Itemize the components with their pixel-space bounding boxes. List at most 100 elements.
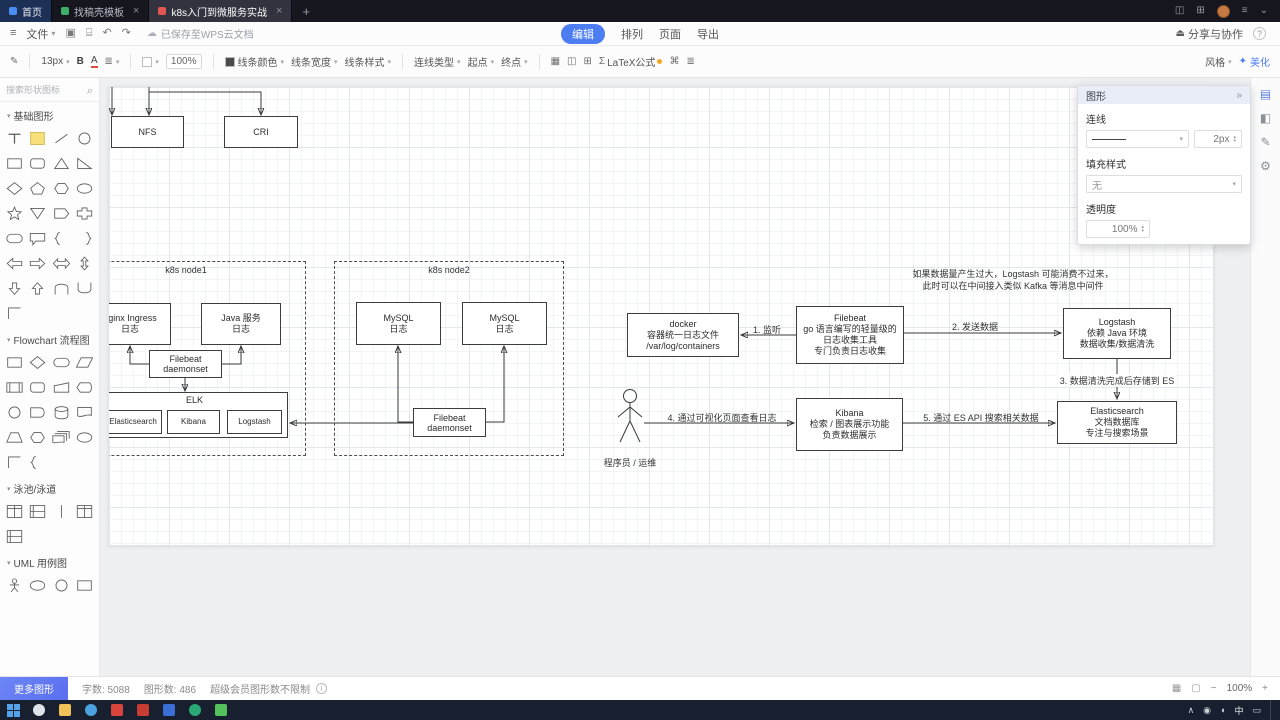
shape-brace[interactable]	[26, 450, 49, 475]
opacity-stepper[interactable]: 100%	[1086, 220, 1150, 238]
undo-icon[interactable]	[102, 28, 111, 39]
canvas-viewport[interactable]: k8s node1 k8s node2 NFS CRI nginx Ingres…	[100, 78, 1250, 676]
fit-screen-icon[interactable]	[1191, 684, 1200, 694]
theme-style-dropdown[interactable]: 风格	[1205, 54, 1232, 69]
edge-label-view-logs[interactable]: 4. 通过可视化页面查看日志	[667, 413, 777, 423]
node-kibana[interactable]: Kibana 检索 / 图表展示功能 负责数据展示	[796, 398, 903, 451]
shape-preparation[interactable]	[26, 425, 49, 450]
shape-arrow-right[interactable]	[26, 251, 49, 276]
new-tab-button[interactable]	[292, 0, 320, 22]
shape-pentagon[interactable]	[26, 176, 49, 201]
text-align-dropdown[interactable]	[105, 57, 120, 67]
volume-icon[interactable]	[1220, 706, 1225, 715]
browser-menu-icon[interactable]	[1242, 6, 1248, 16]
apps-grid-icon[interactable]	[1196, 6, 1204, 16]
node-elasticsearch-small[interactable]: Elasticsearch	[109, 410, 162, 434]
arrow-start-dropdown[interactable]: 起点	[468, 54, 495, 69]
shape-triangle[interactable]	[50, 151, 73, 176]
browser-tab-home[interactable]: 首页	[0, 0, 52, 22]
show-desktop-button[interactable]	[1270, 700, 1274, 720]
shape-multi-document[interactable]	[50, 425, 73, 450]
fill-style-select[interactable]: 无	[1086, 175, 1242, 193]
shape-manual-input[interactable]	[50, 375, 73, 400]
taskbar-app-explorer[interactable]	[52, 700, 78, 720]
node-filebeat-daemonset-2[interactable]: Filebeat daemonset	[413, 408, 486, 437]
taskbar-app-wps[interactable]	[130, 700, 156, 720]
shape-parallelogram[interactable]	[73, 350, 96, 375]
shape-oval[interactable]	[73, 425, 96, 450]
shape-arrow-down[interactable]	[3, 276, 26, 301]
arrow-end-dropdown[interactable]: 终点	[501, 54, 528, 69]
shape-subprocess[interactable]	[3, 375, 26, 400]
shape-connector-circle[interactable]	[3, 400, 26, 425]
shape-stadium[interactable]	[3, 226, 26, 251]
shape-brace-right[interactable]	[73, 226, 96, 251]
save-icon[interactable]	[65, 28, 75, 39]
edge-label-send-data[interactable]: 2. 发送数据	[951, 322, 999, 332]
shape-uml-rectangle[interactable]	[73, 573, 96, 598]
shape-arc-up[interactable]	[50, 276, 73, 301]
collapse-panel-icon[interactable]	[1236, 90, 1242, 101]
arrange-panel-icon[interactable]: ◧	[1259, 111, 1272, 125]
shape-arrow-double-horizontal[interactable]	[50, 251, 73, 276]
connector-type-dropdown[interactable]: 连线类型	[414, 54, 461, 69]
shape-rounded-process[interactable]	[26, 375, 49, 400]
taskbar-app-search[interactable]	[26, 700, 52, 720]
node-java-service-log[interactable]: Java 服务 日志	[201, 303, 281, 345]
node-logstash-small[interactable]: Logstash	[227, 410, 282, 434]
tab-export[interactable]: 导出	[697, 28, 719, 41]
shape-actor[interactable]	[3, 573, 26, 598]
shape-pool-horizontal-2[interactable]	[3, 524, 26, 549]
tab-edit[interactable]: 编辑	[561, 23, 605, 44]
beautify-button[interactable]: 美化	[1239, 54, 1270, 69]
line-width-stepper[interactable]: 2px	[1194, 130, 1242, 148]
node-filebeat[interactable]: Filebeat go 语言编写的轻量级的 日志收集工具 专门负责日志收集	[796, 306, 904, 364]
style-panel-header[interactable]: 图形	[1078, 86, 1250, 104]
zoom-out-button[interactable]	[1211, 683, 1217, 694]
section-uml-usecase[interactable]: UML 用例图	[0, 549, 99, 573]
shape-cross[interactable]	[73, 201, 96, 226]
shape-lane-divider[interactable]	[50, 499, 73, 524]
shortcut-icon[interactable]	[669, 57, 679, 67]
node-cri[interactable]: CRI	[224, 116, 298, 148]
section-basic-shapes[interactable]: 基础图形	[0, 102, 99, 126]
group-k8s-node2[interactable]: k8s node2	[334, 261, 564, 456]
line-style-dropdown[interactable]: 线条样式	[345, 54, 392, 69]
shape-hexagon[interactable]	[50, 176, 73, 201]
node-elasticsearch[interactable]: Elasticsearch 文档数据库 专注与搜索场景	[1057, 401, 1177, 444]
shape-display[interactable]	[73, 375, 96, 400]
node-nfs[interactable]: NFS	[111, 116, 184, 148]
redo-icon[interactable]	[122, 28, 131, 39]
download-icon[interactable]	[1260, 6, 1268, 16]
edit-panel-icon[interactable]: ✎	[1260, 135, 1271, 149]
taskbar-app-red[interactable]	[104, 700, 130, 720]
shape-callout[interactable]	[26, 226, 49, 251]
print-icon[interactable]	[86, 28, 93, 39]
style-panel-icon[interactable]: ▤	[1259, 87, 1272, 101]
canvas-page[interactable]: k8s node1 k8s node2 NFS CRI nginx Ingres…	[108, 86, 1214, 546]
shape-text[interactable]	[3, 126, 26, 151]
shape-right-triangle[interactable]	[73, 151, 96, 176]
latex-formula-button[interactable]: LaTeX公式	[599, 54, 663, 69]
shape-corner[interactable]	[3, 301, 26, 326]
shape-pool-horizontal[interactable]	[26, 499, 49, 524]
shape-corner-connector[interactable]	[3, 450, 26, 475]
shape-circle[interactable]	[73, 126, 96, 151]
node-mysql-log-1[interactable]: MySQL 日志	[356, 302, 441, 345]
minimap-icon[interactable]	[1172, 684, 1181, 694]
font-color-button[interactable]: A	[90, 54, 98, 68]
insert-table-icon[interactable]	[584, 57, 592, 67]
stepper-arrows-icon[interactable]	[1141, 225, 1144, 233]
shape-delay[interactable]	[26, 400, 49, 425]
main-menu-icon[interactable]	[10, 28, 16, 39]
section-flowchart[interactable]: Flowchart 流程图	[0, 326, 99, 350]
shape-arrow-double-vertical[interactable]	[73, 251, 96, 276]
shape-arrow-up[interactable]	[26, 276, 49, 301]
shape-pool-vertical-2[interactable]	[73, 499, 96, 524]
settings-panel-icon[interactable]: ⚙	[1260, 159, 1271, 173]
help-icon[interactable]	[1253, 27, 1266, 40]
shape-terminator[interactable]	[50, 350, 73, 375]
more-shapes-button[interactable]: 更多图形	[0, 676, 68, 701]
shape-usecase-ellipse[interactable]	[26, 573, 49, 598]
info-icon[interactable]	[316, 683, 328, 694]
